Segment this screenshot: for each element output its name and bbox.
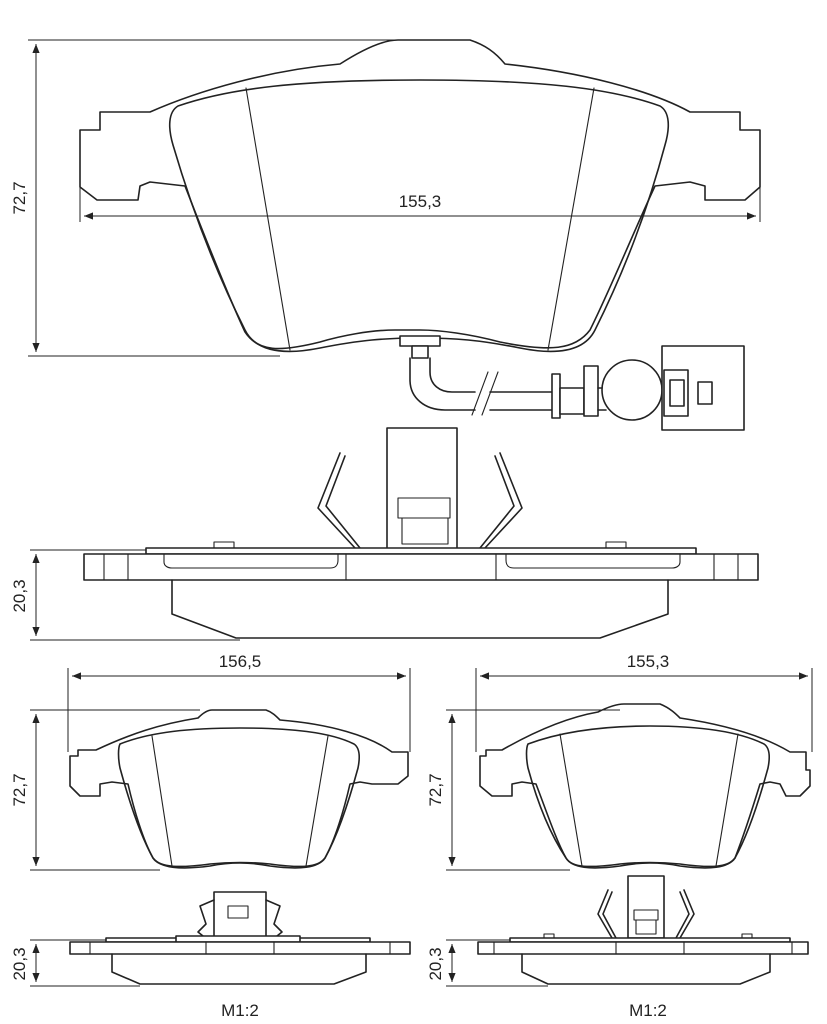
backing-plate-outline [79,39,761,350]
main-height-dimension: 72,7 [10,39,398,357]
main-front-view: 72,7 155,3 [10,39,761,431]
main-height-label: 72,7 [10,181,29,214]
main-width-dimension: 155,3 [79,168,761,222]
left-backing-plate-outline [69,709,409,869]
main-side-view: 20,3 [10,427,759,641]
right-height-label: 72,7 [426,773,445,806]
right-backing-plate-outline [479,703,811,869]
chamfer-line-left [245,87,291,351]
left-scale-label: M1:2 [221,1001,259,1020]
friction-material-outline [168,79,670,353]
right-small-side-view: 20,3 M1:2 [426,875,809,1020]
wear-sensor [399,335,745,431]
right-thickness-label: 20,3 [426,947,445,980]
left-thickness-label: 20,3 [10,947,29,980]
left-small-side-view: 20,3 M1:2 [10,891,411,1020]
main-thickness-label: 20,3 [10,579,29,612]
left-height-label: 72,7 [10,773,29,806]
right-small-front-view: 155,3 72,7 [426,652,813,871]
right-width-label: 155,3 [627,652,670,671]
left-width-label: 156,5 [219,652,262,671]
main-width-label: 155,3 [399,192,442,211]
chamfer-line-right [547,87,595,351]
left-small-front-view: 156,5 72,7 [10,652,411,871]
right-scale-label: M1:2 [629,1001,667,1020]
